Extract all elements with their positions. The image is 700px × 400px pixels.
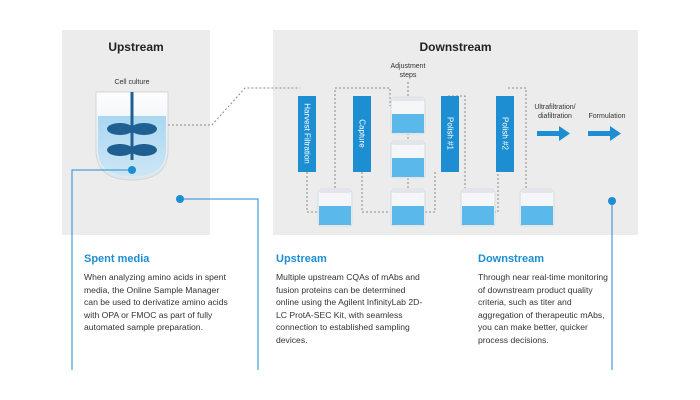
capture-bar [353, 96, 371, 172]
harvest-filtration-bar [298, 96, 316, 172]
polish2-label: Polish #2 [500, 117, 510, 150]
capture-label: Capture [357, 119, 367, 148]
spent-media-body: When analyzing amino acids in spent medi… [84, 272, 228, 332]
polish1-label: Polish #1 [445, 117, 455, 150]
bottom-container-3 [460, 188, 496, 227]
adjustment-container-1 [390, 96, 426, 135]
downstream-card: Downstream Through near real-time monito… [478, 253, 608, 346]
polish2-bar [496, 96, 514, 172]
bottom-container-1 [317, 188, 353, 227]
formulation-label: Formulation [588, 113, 626, 120]
callout-dot [128, 166, 136, 174]
cell-culture-label: Cell culture [114, 79, 150, 86]
spent-media-title: Spent media [84, 253, 150, 265]
downstream-panel-title: Downstream [419, 40, 492, 54]
upstream-card: Upstream Multiple upstream CQAs of mAbs … [276, 253, 428, 346]
harvest-filtration-label: Harvest Filtration [302, 103, 312, 164]
adjustment-container-2 [390, 140, 426, 179]
downstream-card-title: Downstream [478, 253, 545, 265]
downstream-card-body: Through near real-time monitoring of dow… [478, 272, 608, 345]
callout-dot [176, 195, 184, 203]
adjustment-steps-label: Adjustment steps [390, 63, 426, 79]
callout-dot [608, 197, 616, 205]
polish1-bar [441, 96, 459, 172]
upstream-card-title: Upstream [276, 253, 327, 265]
ultrafiltration-label: Ultrafiltration/ diafiltration [534, 104, 576, 120]
bioreactor-icon [95, 91, 169, 181]
bottom-container-2 [390, 188, 426, 227]
upstream-card-body: Multiple upstream CQAs of mAbs and fusio… [276, 272, 423, 345]
callout-lines [71, 169, 613, 370]
arrow-right-icon [588, 126, 621, 141]
upstream-panel-title: Upstream [108, 40, 164, 54]
spent-media-card: Spent media When analyzing amino acids i… [84, 253, 234, 334]
arrow-right-icon [537, 126, 570, 141]
bottom-container-4 [519, 188, 555, 227]
